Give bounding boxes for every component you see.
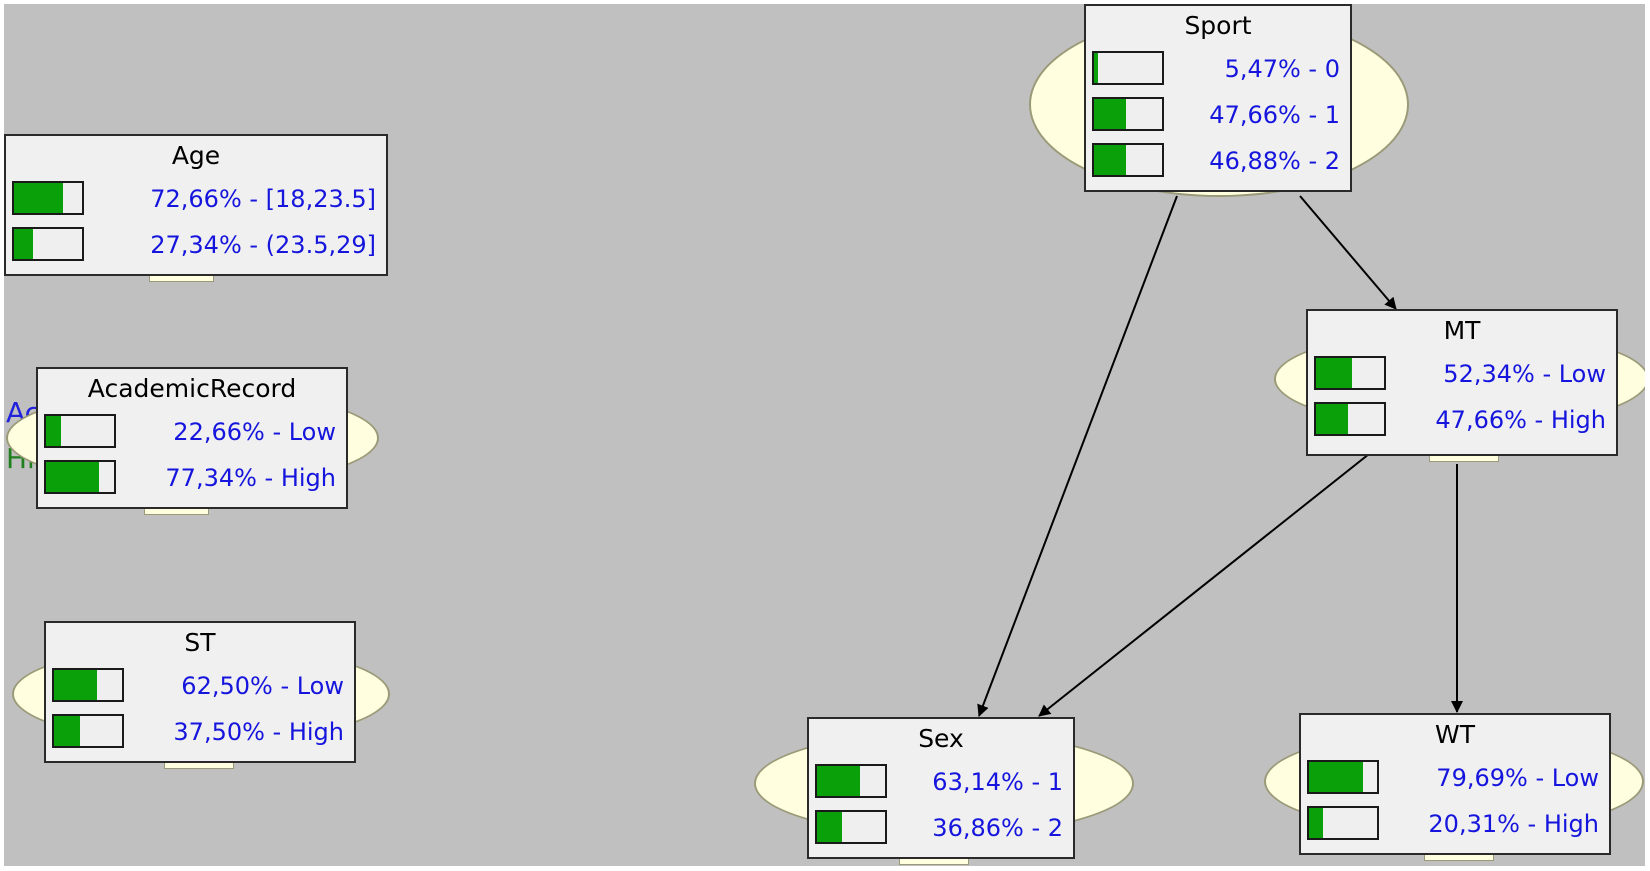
sport-state-2[interactable]: 46,88% - 2 [1086,138,1350,184]
academic-record-state-0[interactable]: 22,66% - Low [38,409,346,455]
probability-bar [1092,51,1164,85]
probability-bar-fill [1309,762,1364,792]
academic-record-state-1[interactable]: 77,34% - High [38,455,346,501]
probability-bar [52,668,124,702]
probability-bar-fill [1094,145,1126,175]
st-state-1[interactable]: 37,50% - High [46,709,354,755]
sex-node-title: Sex [918,724,964,753]
state-label: 77,34% - High [165,464,336,492]
state-label: 5,47% - 0 [1224,55,1340,83]
probability-bar-fill [46,462,99,492]
age-node-tab [149,276,214,282]
probability-bar [12,181,84,215]
probability-bar [1307,806,1379,840]
state-label: 62,50% - Low [181,672,344,700]
age-node[interactable]: Age 72,66% - [18,23.5] 27,34% - (23.5,29… [4,134,388,276]
probability-bar-fill [14,229,33,259]
state-label: 47,66% - 1 [1209,101,1340,129]
probability-bar-fill [817,812,843,842]
sport-state-0[interactable]: 5,47% - 0 [1086,46,1350,92]
sport-node[interactable]: Sport 5,47% - 0 47,66% - 1 46,88% - 2 [1084,4,1352,192]
state-label: 52,34% - Low [1443,360,1606,388]
probability-bar-fill [1316,404,1349,434]
state-label: 79,69% - Low [1436,764,1599,792]
edge-sport-to-mt[interactable] [1299,195,1397,310]
probability-bar-fill [54,670,97,700]
st-state-0[interactable]: 62,50% - Low [46,663,354,709]
state-label: 72,66% - [18,23.5] [150,185,376,213]
probability-bar-fill [54,716,80,746]
edge-sport-to-sex[interactable] [977,195,1178,717]
probability-bar [815,810,887,844]
state-label: 46,88% - 2 [1209,147,1340,175]
probability-bar-fill [14,183,64,213]
probability-bar [1314,402,1386,436]
probability-bar [815,764,887,798]
mt-node[interactable]: MT 52,34% - Low 47,66% - High [1306,309,1618,456]
mt-node-title: MT [1443,316,1481,345]
sex-node-tab [899,859,969,865]
state-label: 36,86% - 2 [932,814,1063,842]
wt-state-1[interactable]: 20,31% - High [1301,801,1609,847]
age-state-1[interactable]: 27,34% - (23.5,29] [6,222,386,268]
sex-state-0[interactable]: 63,14% - 1 [809,759,1073,805]
sport-state-1[interactable]: 47,66% - 1 [1086,92,1350,138]
wt-node[interactable]: WT 79,69% - Low 20,31% - High [1299,713,1611,855]
age-node-title: Age [171,141,221,170]
wt-node-title: WT [1435,720,1475,749]
network-canvas[interactable]: Ac Hi Sport 5,47% - 0 47,66% - 1 46,88% … [4,4,1645,866]
sex-node[interactable]: Sex 63,14% - 1 36,86% - 2 [807,717,1075,859]
probability-bar [1092,143,1164,177]
state-label: 27,34% - (23.5,29] [150,231,376,259]
probability-bar-fill [1309,808,1323,838]
edge-layer [977,195,1463,717]
state-label: 22,66% - Low [173,418,336,446]
st-node-title: ST [184,628,216,657]
probability-bar [44,460,116,494]
probability-bar-fill [46,416,62,446]
st-node[interactable]: ST 62,50% - Low 37,50% - High [44,621,356,763]
mt-state-0[interactable]: 52,34% - Low [1308,351,1616,397]
state-label: 63,14% - 1 [932,768,1063,796]
academic-record-node-title: AcademicRecord [87,374,297,403]
probability-bar [12,227,84,261]
academic-record-node[interactable]: AcademicRecord 22,66% - Low 77,34% - Hig… [36,367,348,509]
probability-bar [1307,760,1379,794]
mt-state-1[interactable]: 47,66% - High [1308,397,1616,443]
age-state-0[interactable]: 72,66% - [18,23.5] [6,176,386,222]
wt-state-0[interactable]: 79,69% - Low [1301,755,1609,801]
state-label: 20,31% - High [1428,810,1599,838]
wt-node-tab [1424,855,1494,861]
probability-bar [44,414,116,448]
state-label: 47,66% - High [1435,406,1606,434]
sex-state-1[interactable]: 36,86% - 2 [809,805,1073,851]
state-label: 37,50% - High [173,718,344,746]
probability-bar-fill [1316,358,1352,388]
probability-bar-fill [817,766,860,796]
probability-bar [1092,97,1164,131]
probability-bar [1314,356,1386,390]
academic-record-node-tab [144,509,209,515]
probability-bar-fill [1094,99,1127,129]
probability-bar-fill [1094,53,1098,83]
sport-node-title: Sport [1184,11,1252,40]
st-node-tab [164,763,234,769]
probability-bar [52,714,124,748]
mt-node-tab [1429,456,1499,462]
edge-mt-to-sex[interactable] [1038,453,1370,717]
